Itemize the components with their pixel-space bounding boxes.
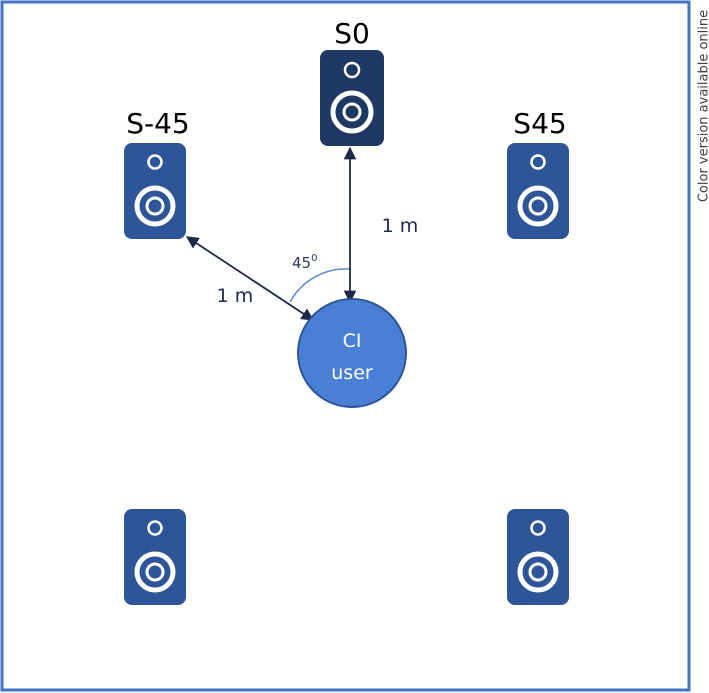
- room-frame: [0, 0, 691, 692]
- tweeter-icon: [147, 520, 163, 536]
- tweeter-icon: [147, 154, 163, 170]
- distance-label-side: 1 m: [217, 285, 254, 307]
- tweeter-icon: [530, 520, 546, 536]
- woofer-icon: [134, 551, 176, 593]
- speaker-s-minus-45: [124, 143, 186, 239]
- speaker-s45: [507, 143, 569, 239]
- woofer-icon: [517, 551, 559, 593]
- ci-user-label-line2: user: [331, 362, 373, 384]
- tweeter-icon: [343, 61, 361, 79]
- distance-label-front: 1 m: [382, 215, 419, 237]
- ci-user-label-line1: CI: [343, 330, 362, 352]
- angle-degree-superscript: 0: [311, 253, 317, 264]
- woofer-icon: [134, 185, 176, 227]
- speaker-s45-label: S45: [513, 107, 566, 140]
- speaker-s0: [320, 50, 384, 146]
- speaker-rear-left: [124, 509, 186, 605]
- ci-user-circle: [297, 298, 407, 408]
- tweeter-icon: [530, 154, 546, 170]
- angle-value: 45: [292, 254, 311, 272]
- distance-arrow-side: [185, 236, 315, 321]
- angle-arc: [289, 268, 351, 303]
- speaker-s0-label: S0: [334, 17, 370, 50]
- speaker-s-minus-45-label: S-45: [126, 107, 190, 140]
- angle-label: 450: [292, 253, 317, 272]
- speaker-rear-right: [507, 509, 569, 605]
- woofer-icon: [330, 90, 374, 134]
- color-version-note: Color version available online: [696, 9, 709, 203]
- woofer-icon: [517, 185, 559, 227]
